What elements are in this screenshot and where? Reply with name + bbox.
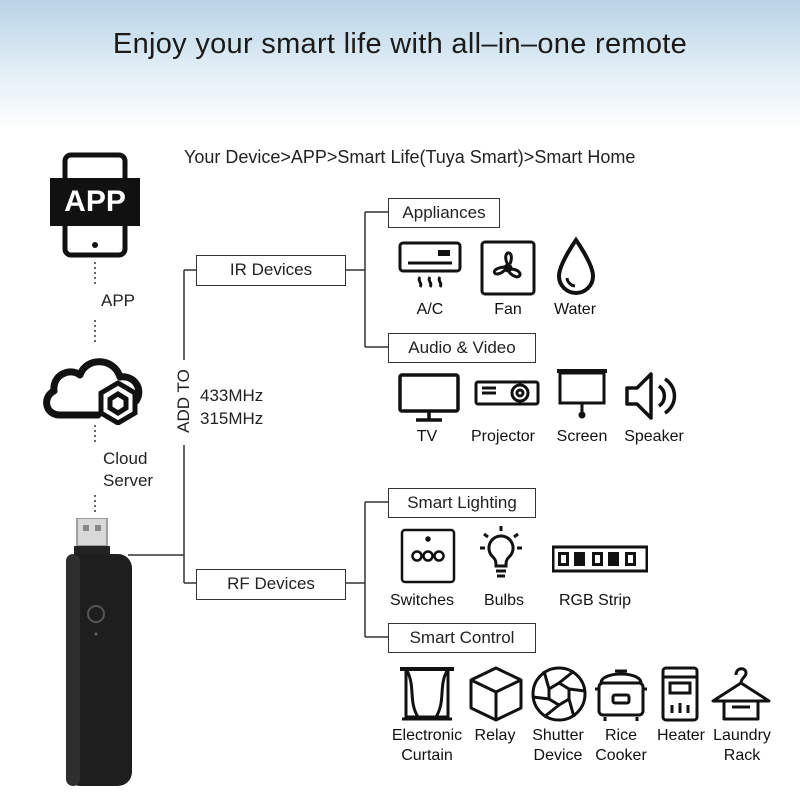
control-label-laundry-1: Laundry (713, 727, 771, 744)
appliances-box: Appliances (388, 198, 500, 228)
lighting-label-bulbs: Bulbs (483, 592, 525, 609)
appliance-label-water: Water (553, 301, 597, 318)
shutter-icon (530, 665, 588, 728)
freq-433: 433MHz (200, 386, 264, 405)
projection-screen-icon (555, 368, 609, 425)
control-label-curtain-1: Electronic (391, 727, 463, 744)
control-label-heater-1: Heater (656, 727, 706, 744)
av-label-screen: Screen (556, 428, 608, 445)
setup-path: Your Device>APP>Smart Life(Tuya Smart)>S… (184, 147, 636, 167)
cloud-label-2: Server (103, 471, 154, 490)
heater-icon (660, 665, 700, 728)
ir-devices-box: IR Devices (196, 255, 346, 286)
appliance-label-ac: A/C (416, 301, 444, 318)
tv-icon (398, 373, 460, 428)
usb-dongle-image (60, 517, 140, 793)
rgb-strip-icon (551, 545, 649, 578)
cloud-server-icon (40, 345, 150, 430)
appliance-label-fan: Fan (494, 301, 522, 318)
app-label: APP (101, 291, 136, 310)
control-label-shutter-1: Shutter (532, 727, 584, 744)
control-label-shutter-2: Device (533, 747, 583, 764)
wall-switch-icon (400, 528, 456, 589)
av-label-speaker: Speaker (624, 428, 684, 445)
smart-lighting-box: Smart Lighting (388, 488, 536, 518)
lighting-label-rgb-strip: RGB Strip (558, 592, 631, 609)
freq-315: 315MHz (200, 409, 264, 428)
audio-video-box: Audio & Video (388, 333, 536, 363)
control-label-relay-1: Relay (474, 727, 516, 744)
av-label-tv: TV (416, 428, 438, 445)
air-conditioner-icon (398, 241, 462, 298)
water-drop-icon (555, 236, 597, 301)
relay-cube-icon (468, 665, 524, 728)
control-label-rice-2: Cooker (595, 747, 647, 764)
curtain-icon (398, 665, 456, 728)
add-to-label: ADD TO (174, 369, 193, 433)
control-label-curtain-2: Curtain (401, 747, 453, 764)
rice-cooker-icon (593, 665, 649, 728)
smart-control-box: Smart Control (388, 623, 536, 653)
cloud-label-1: Cloud (103, 449, 148, 468)
laundry-rack-icon (710, 663, 772, 728)
fan-icon (480, 240, 536, 301)
control-label-laundry-2: Rack (723, 747, 761, 764)
rf-devices-box: RF Devices (196, 569, 346, 600)
speaker-icon (623, 370, 679, 427)
control-label-rice-1: Rice (604, 727, 637, 744)
av-label-projector: Projector (470, 428, 536, 445)
page-title: Enjoy your smart life with all–in–one re… (112, 28, 688, 60)
app-badge: APP (50, 178, 140, 226)
lighting-label-switches: Switches (389, 592, 455, 609)
projector-icon (474, 378, 540, 413)
bulb-icon (478, 524, 524, 589)
app-badge-text: APP (64, 185, 126, 218)
